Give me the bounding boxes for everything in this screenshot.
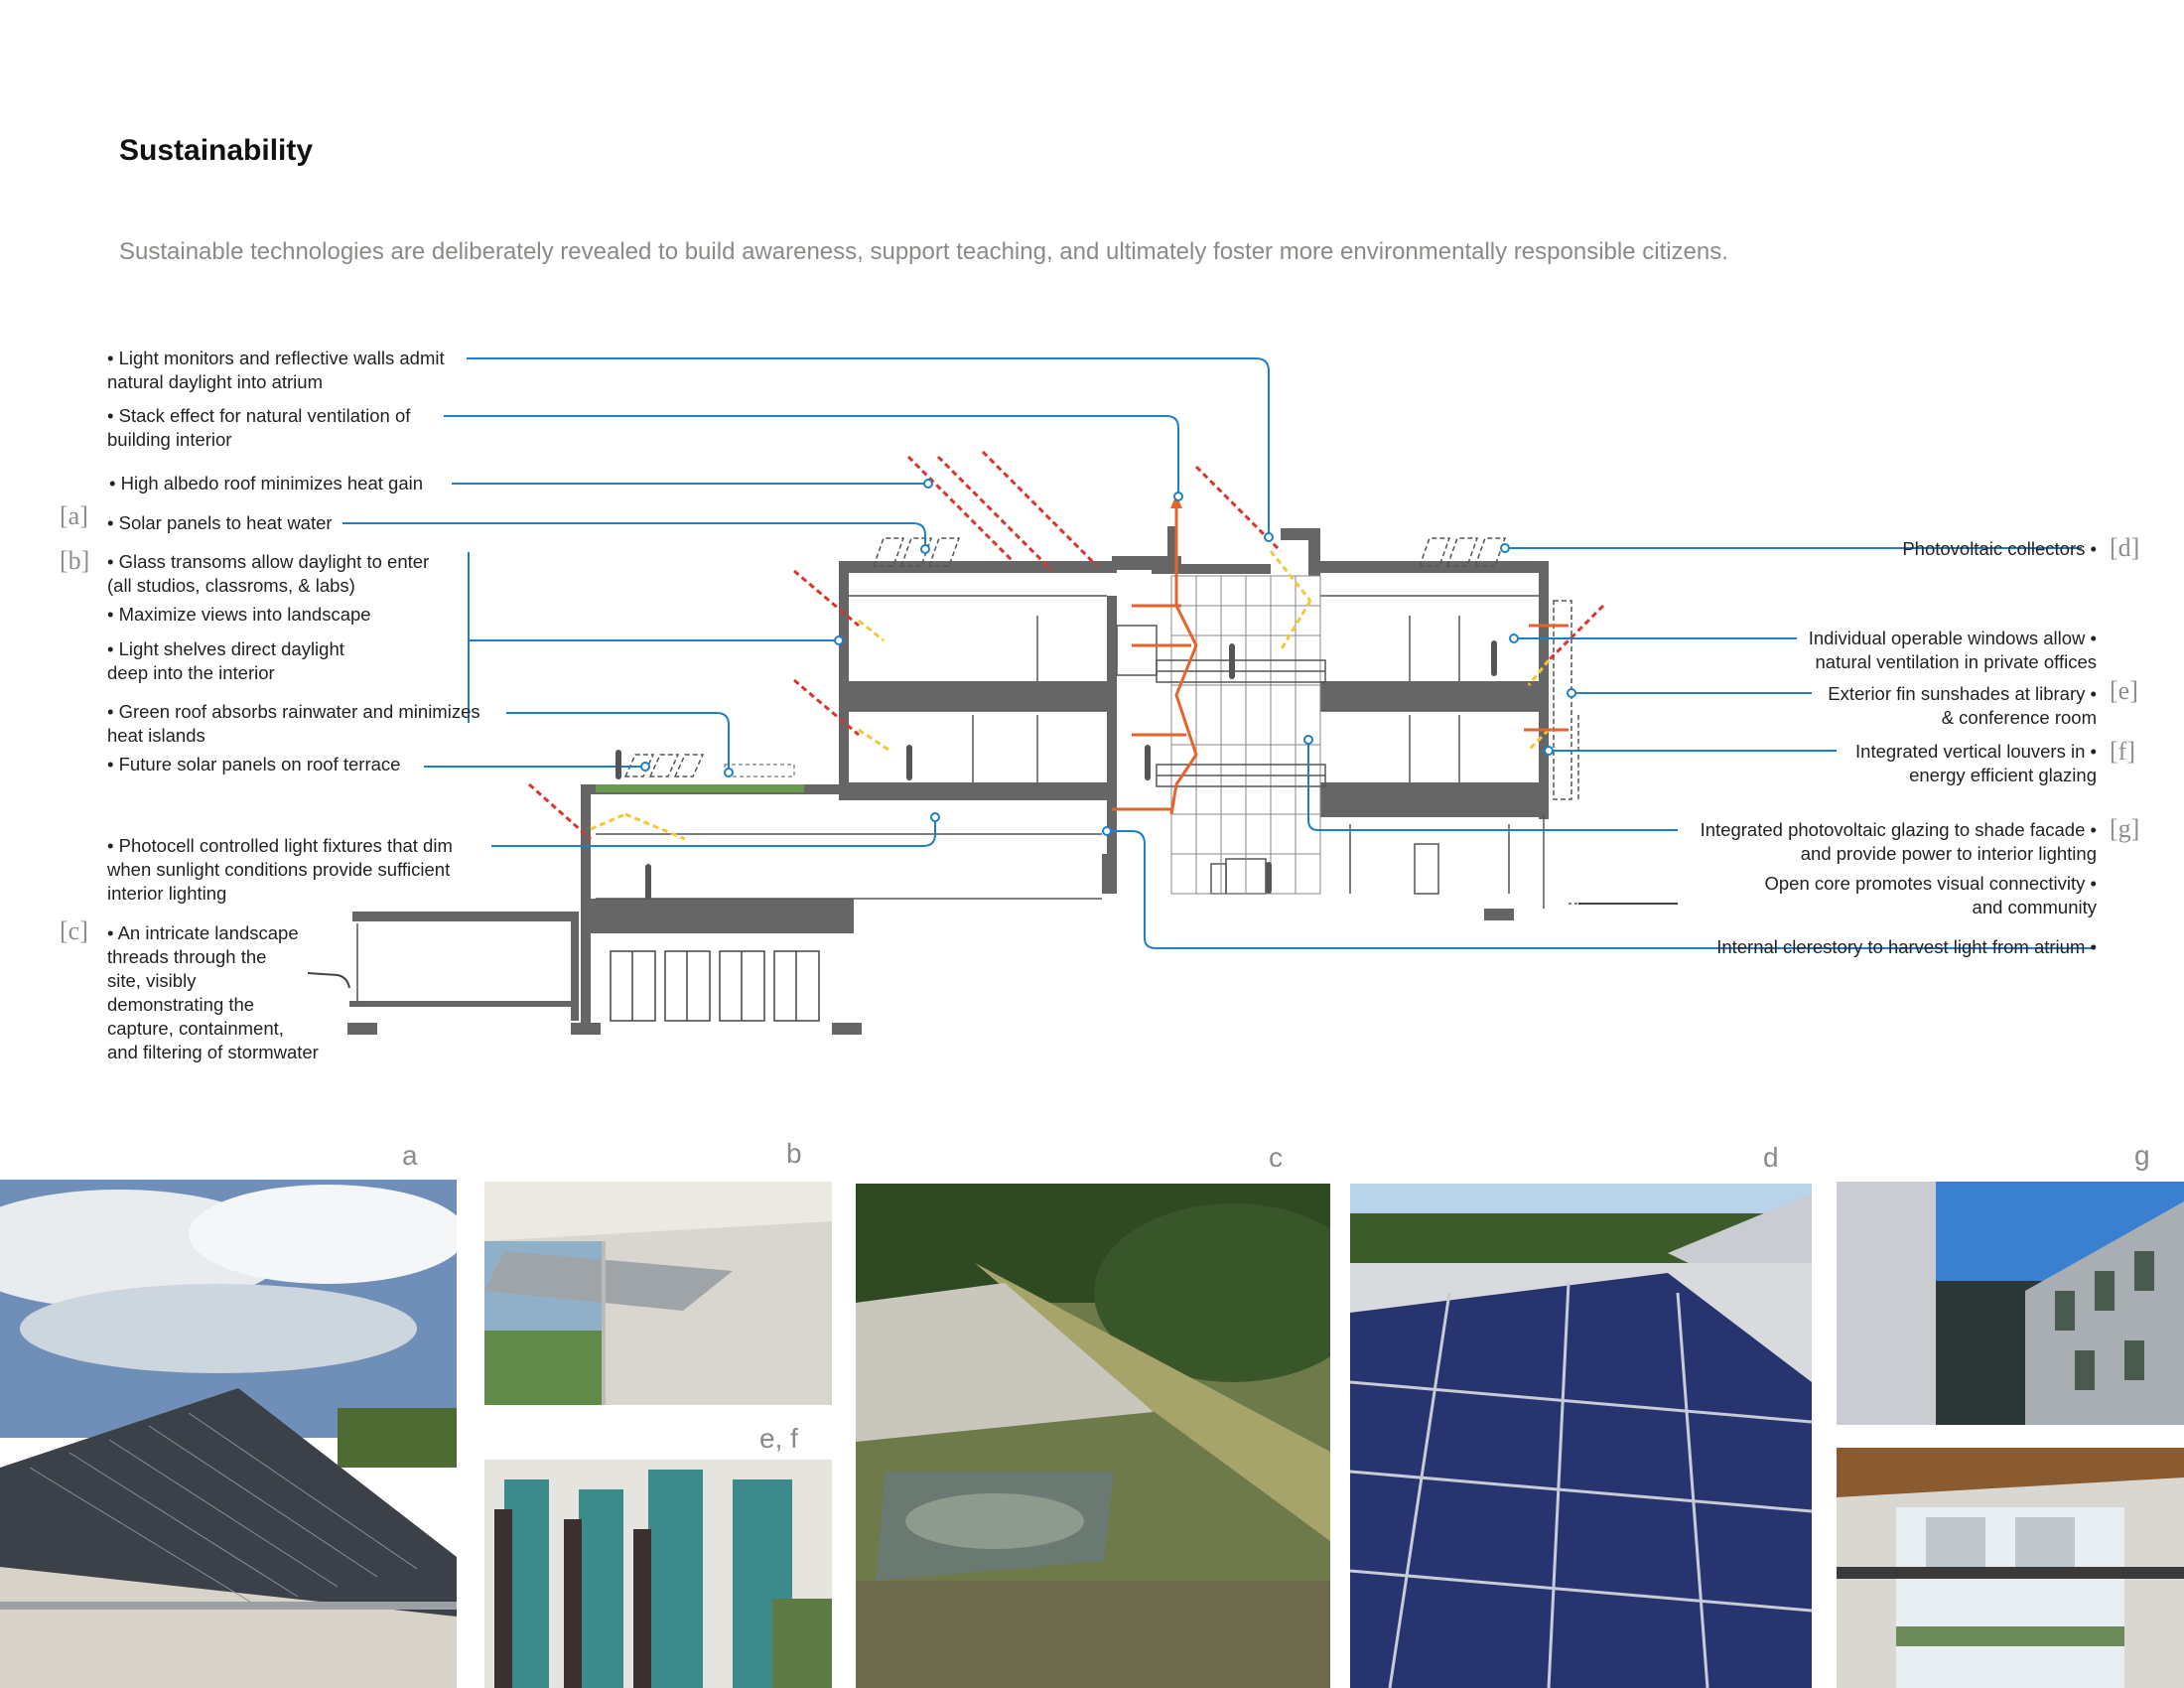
photo-light-shelf xyxy=(484,1182,832,1405)
note-glass-transoms: • Glass transoms allow daylight to enter… xyxy=(107,551,430,596)
tag-f: [f] xyxy=(2110,737,2135,766)
tag-a: [a] xyxy=(60,501,88,530)
note-green-roof: • Green roof absorbs rainwater and minim… xyxy=(107,701,480,746)
photo-label-a: a xyxy=(402,1140,418,1171)
note-photovoltaic-glazing: Integrated photovoltaic glazing to shade… xyxy=(1700,819,2097,864)
sun-rays xyxy=(528,450,1605,841)
photo-label-g: g xyxy=(2134,1140,2150,1171)
building-structure xyxy=(347,526,1549,1035)
note-future-solar: • Future solar panels on roof terrace xyxy=(107,754,401,774)
page-subtitle: Sustainable technologies are deliberatel… xyxy=(119,238,1728,265)
photo-landscape-stormwater xyxy=(856,1184,1330,1688)
note-fin-sunshades: Exterior fin sunshades at library • & co… xyxy=(1828,683,2097,728)
note-open-core: Open core promotes visual connectivity •… xyxy=(1764,873,2098,917)
green-roof-planter xyxy=(724,764,795,777)
ground-line xyxy=(307,903,1678,989)
interior-lines xyxy=(356,595,1678,1003)
note-photocell: • Photocell controlled light fixtures th… xyxy=(107,835,453,904)
photo-label-c: c xyxy=(1269,1142,1283,1173)
tag-e: [e] xyxy=(2110,676,2138,705)
note-operable-windows: Individual operable windows allow • natu… xyxy=(1808,628,2097,672)
tag-b: [b] xyxy=(60,546,90,575)
photo-solar-water-heaters xyxy=(0,1180,457,1688)
page-title: Sustainability xyxy=(119,134,314,167)
photo-label-ef: e, f xyxy=(759,1423,798,1454)
note-landscape: • An intricate landscape threads through… xyxy=(107,922,319,1062)
photo-fin-sunshades xyxy=(484,1460,832,1688)
daylight-rays xyxy=(590,550,1551,841)
note-vertical-louvers: Integrated vertical louvers in • energy … xyxy=(1855,741,2097,785)
note-internal-clerestory: Internal clerestory to harvest light fro… xyxy=(1716,936,2097,957)
leader-dots xyxy=(640,479,1576,836)
airflow-paths xyxy=(1112,506,1569,815)
photo-open-core-atrium xyxy=(1837,1448,2184,1688)
tag-d: [d] xyxy=(2110,533,2140,562)
note-light-monitors: • Light monitors and reflective walls ad… xyxy=(107,348,445,392)
photo-photovoltaic-glazing xyxy=(1837,1182,2184,1425)
note-light-shelves: • Light shelves direct daylight deep int… xyxy=(107,638,344,683)
solar-panels xyxy=(623,537,1579,800)
people xyxy=(615,640,1497,900)
lower-windows xyxy=(610,950,820,1022)
photo-photovoltaic-roof xyxy=(1350,1184,1812,1688)
note-solar-panels: • Solar panels to heat water xyxy=(107,512,333,533)
leader-lines xyxy=(342,357,2095,949)
tag-g: [g] xyxy=(2110,814,2140,843)
stack-arrow-icon xyxy=(1170,494,1182,508)
atrium-glazing xyxy=(1170,575,1321,895)
note-photovoltaic-collectors: Photovoltaic collectors • xyxy=(1902,538,2097,559)
note-views: • Maximize views into landscape xyxy=(107,604,371,625)
note-high-albedo-roof: • High albedo roof minimizes heat gain xyxy=(109,473,424,493)
photo-label-b: b xyxy=(786,1138,802,1169)
note-stack-effect: • Stack effect for natural ventilation o… xyxy=(107,405,411,450)
tag-c: [c] xyxy=(60,916,88,945)
photo-label-d: d xyxy=(1763,1142,1779,1173)
